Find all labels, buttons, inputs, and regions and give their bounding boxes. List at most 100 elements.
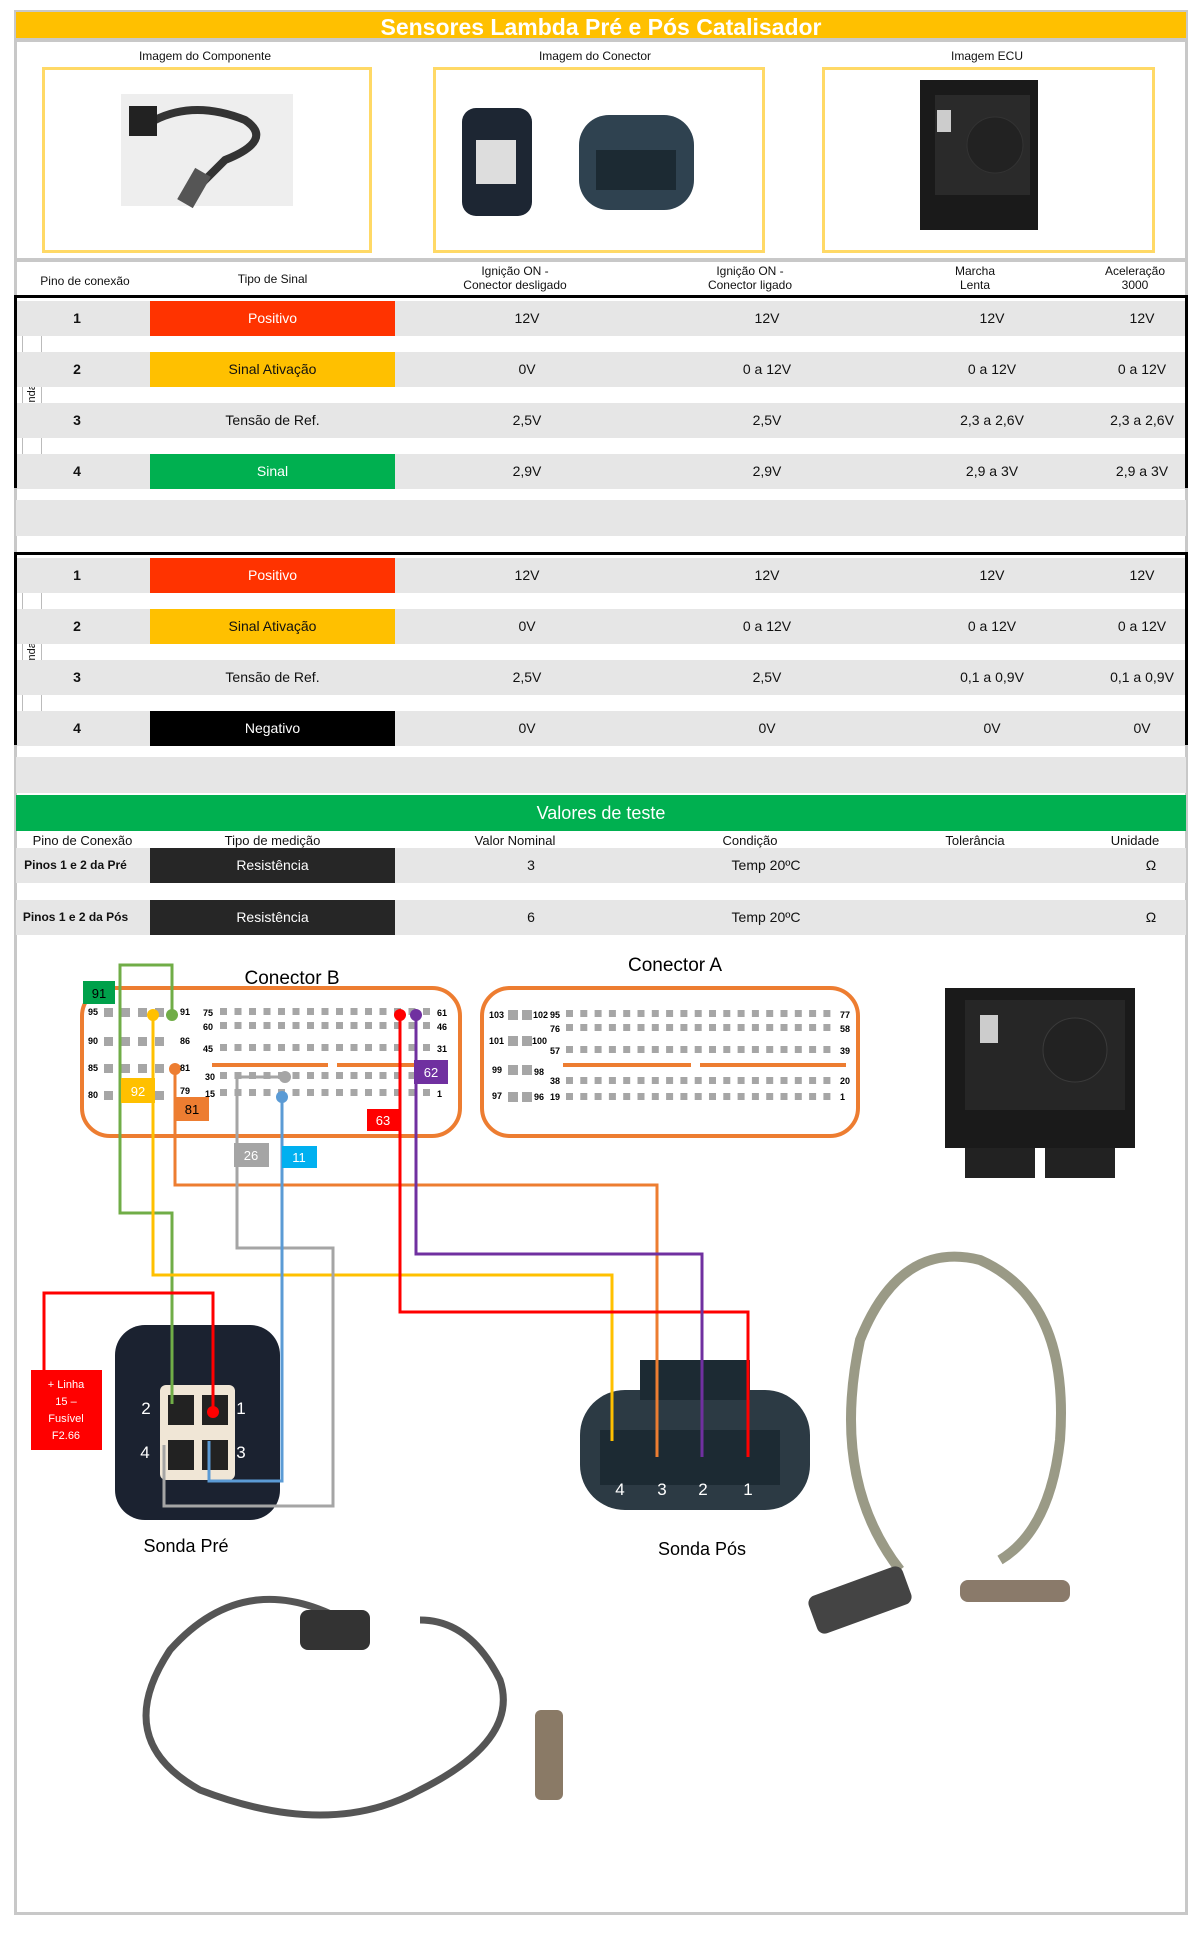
connector-pin [307, 1008, 314, 1015]
connector-pin [637, 1077, 645, 1084]
connector-b-pins [104, 1008, 430, 1100]
wire-green [118, 963, 174, 1404]
value-v2: 0 a 12V [742, 618, 792, 634]
signal-type: Positivo [150, 301, 395, 336]
connector-pin [666, 1010, 674, 1017]
connector-pin [508, 1065, 518, 1075]
connector-pin [379, 1089, 387, 1096]
pin-label: 20 [840, 1076, 850, 1086]
pin-label: 80 [88, 1090, 98, 1100]
pin-label: 61 [437, 1008, 447, 1018]
connector-pin [709, 1010, 716, 1017]
pin-label: 1 [437, 1089, 442, 1099]
connector-pin [566, 1010, 573, 1017]
header-ign-off: Ignição ON - Conector desligado [463, 264, 567, 292]
connector-pin [580, 1093, 588, 1100]
connector-pin [751, 1093, 759, 1100]
value-v2: 12V [754, 567, 780, 583]
connector-pin [394, 1072, 401, 1079]
connector-pin [365, 1089, 372, 1096]
value-v4: 0 a 12V [1117, 361, 1167, 377]
connector-pin [220, 1044, 227, 1051]
value-v3: 0 a 12V [967, 618, 1017, 634]
pin-number: 3 [73, 412, 81, 428]
connector-pin [608, 1046, 616, 1053]
connector-pin [350, 1022, 358, 1029]
value-v1: 2,9V [512, 463, 542, 479]
test-condition: Temp 20ºC [731, 857, 801, 873]
pos-pin-2: 2 [698, 1480, 707, 1499]
wire-label-26: 26 [244, 1148, 258, 1163]
connector-pin [608, 1024, 616, 1031]
value-v4: 2,3 a 2,6V [1110, 412, 1174, 428]
pin-label: 79 [180, 1086, 190, 1096]
test-header-pin: Pino de Conexão [32, 833, 133, 848]
pin-label: 85 [88, 1063, 98, 1073]
wire-grey [162, 1075, 335, 1508]
pos-pin-4: 4 [615, 1480, 624, 1499]
wire-purple [414, 1015, 704, 1457]
connector-pin [723, 1077, 731, 1084]
connector-pin [594, 1010, 602, 1017]
connector-pin [651, 1093, 659, 1100]
connector-pin [608, 1093, 616, 1100]
connector-pin [220, 1072, 227, 1079]
connector-pin [336, 1022, 343, 1029]
pos-pin-1: 1 [743, 1480, 752, 1499]
ecu-photo [920, 80, 1038, 230]
connector-pin [155, 1037, 164, 1046]
connector-pin [350, 1044, 358, 1051]
connector-pin [138, 1037, 147, 1046]
connector-pin [394, 1022, 401, 1029]
connector-pin [651, 1024, 659, 1031]
connector-pin [623, 1010, 631, 1017]
test-pin: Pinos 1 e 2 da Pós [22, 910, 129, 924]
lambda-sensor-photo [121, 94, 293, 209]
connector-pin [365, 1044, 372, 1051]
connector-pin [566, 1093, 573, 1100]
connector-pin [737, 1077, 745, 1084]
connector-pin [220, 1022, 227, 1029]
connector-pin [508, 1092, 518, 1102]
connector-pin [623, 1024, 631, 1031]
connector-pin [379, 1022, 387, 1029]
connector-pin [307, 1089, 314, 1096]
connector-pin [780, 1046, 788, 1053]
connector-pin [651, 1010, 659, 1017]
value-v3: 2,3 a 2,6V [960, 412, 1024, 428]
value-v1: 0V [518, 720, 536, 736]
signal-type: Sinal Ativação [150, 352, 395, 387]
value-v1: 12V [514, 310, 540, 326]
test-type: Resistência [150, 900, 395, 935]
connector-pin [379, 1044, 387, 1051]
connector-pin [594, 1077, 602, 1084]
connector-pin [580, 1077, 588, 1084]
pin-label: 46 [437, 1022, 447, 1032]
connector-pin [307, 1022, 314, 1029]
connector-pin [751, 1046, 759, 1053]
connector-pin [307, 1072, 314, 1079]
value-v3: 0V [983, 720, 1001, 736]
connector-pin [637, 1024, 645, 1031]
connector-pin [680, 1077, 688, 1084]
connector-pin [766, 1046, 774, 1053]
connector-pin [408, 1072, 416, 1079]
pin-label: 98 [534, 1067, 544, 1077]
test-condition: Temp 20ºC [731, 909, 801, 925]
connector-pin [651, 1077, 659, 1084]
sonda-pos-label: Sonda Pós [658, 1539, 746, 1559]
connector-pin [522, 1092, 532, 1102]
connector-pin [709, 1024, 716, 1031]
pin-label: 57 [550, 1046, 560, 1056]
sonda-pre-photo [142, 1595, 563, 1819]
pin-label: 91 [180, 1007, 190, 1017]
connector-pin [292, 1022, 300, 1029]
pre-pin-3: 3 [236, 1443, 245, 1462]
component-image [42, 67, 372, 253]
connector-pin [580, 1010, 588, 1017]
pin-label: 96 [534, 1092, 544, 1102]
sonda-pre-label: Sonda Pré [143, 1536, 228, 1556]
connector-pin [737, 1093, 745, 1100]
connector-pin [522, 1036, 532, 1046]
